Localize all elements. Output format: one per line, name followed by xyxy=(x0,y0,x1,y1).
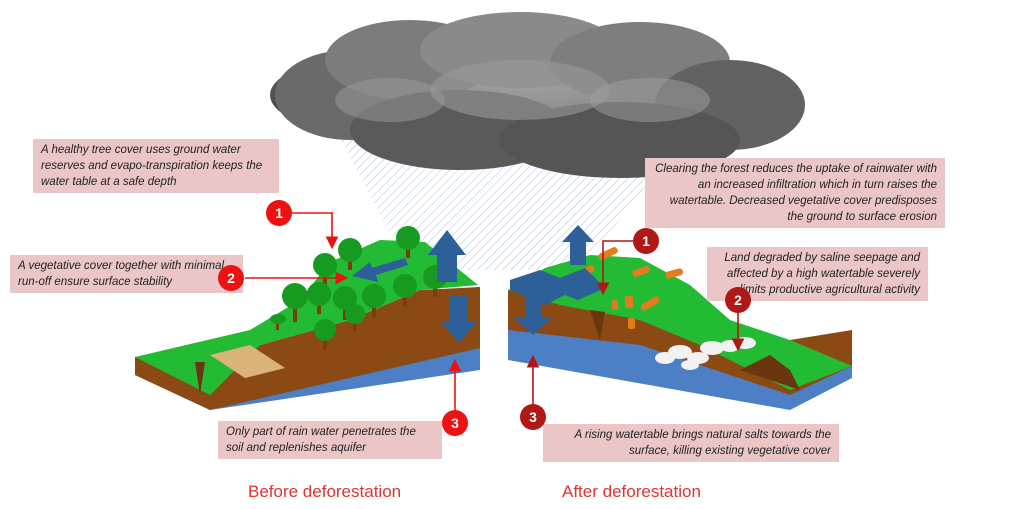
after-pointer-1 xyxy=(596,240,633,296)
before-pointer-1 xyxy=(292,212,339,250)
after-dead-root xyxy=(740,355,800,390)
after-evaporation-arrow xyxy=(562,225,594,265)
after-callout-2: Land degraded by saline seepage and affe… xyxy=(707,247,928,301)
after-callout-1: Clearing the forest reduces the uptake o… xyxy=(645,158,945,228)
before-trees xyxy=(270,226,447,350)
runoff-arrow xyxy=(352,258,408,282)
before-root xyxy=(195,362,205,395)
before-caption: Before deforestation xyxy=(248,482,402,501)
infiltration-arrow xyxy=(441,295,477,343)
storm-cloud xyxy=(270,12,805,178)
after-badge-3: 3 xyxy=(520,404,546,430)
before-flow-arrows xyxy=(352,230,477,343)
before-badge-1: 1 xyxy=(266,200,292,226)
before-badge-2: 2 xyxy=(218,265,244,291)
before-callout-1: A healthy tree cover uses ground water r… xyxy=(33,139,279,193)
after-root xyxy=(590,310,605,340)
after-aquifer xyxy=(508,330,852,410)
before-soil-patch xyxy=(210,345,285,378)
after-flow-arrows xyxy=(510,225,605,335)
before-landscape xyxy=(135,240,480,410)
after-caption: After deforestation xyxy=(562,482,701,501)
before-badge-3: 3 xyxy=(442,410,468,436)
after-runoff-arrow xyxy=(510,268,605,305)
evapotranspiration-arrow xyxy=(428,230,466,282)
after-callout-3: A rising watertable brings natural salts… xyxy=(543,424,839,462)
before-callout-3: Only part of rain water penetrates the s… xyxy=(218,421,442,459)
after-infiltration-arrow xyxy=(514,298,552,335)
callout-pointers xyxy=(245,212,745,410)
before-callout-2: A vegetative cover together with minimal… xyxy=(10,255,243,293)
after-badge-1: 1 xyxy=(633,228,659,254)
after-badge-2: 2 xyxy=(725,287,751,313)
